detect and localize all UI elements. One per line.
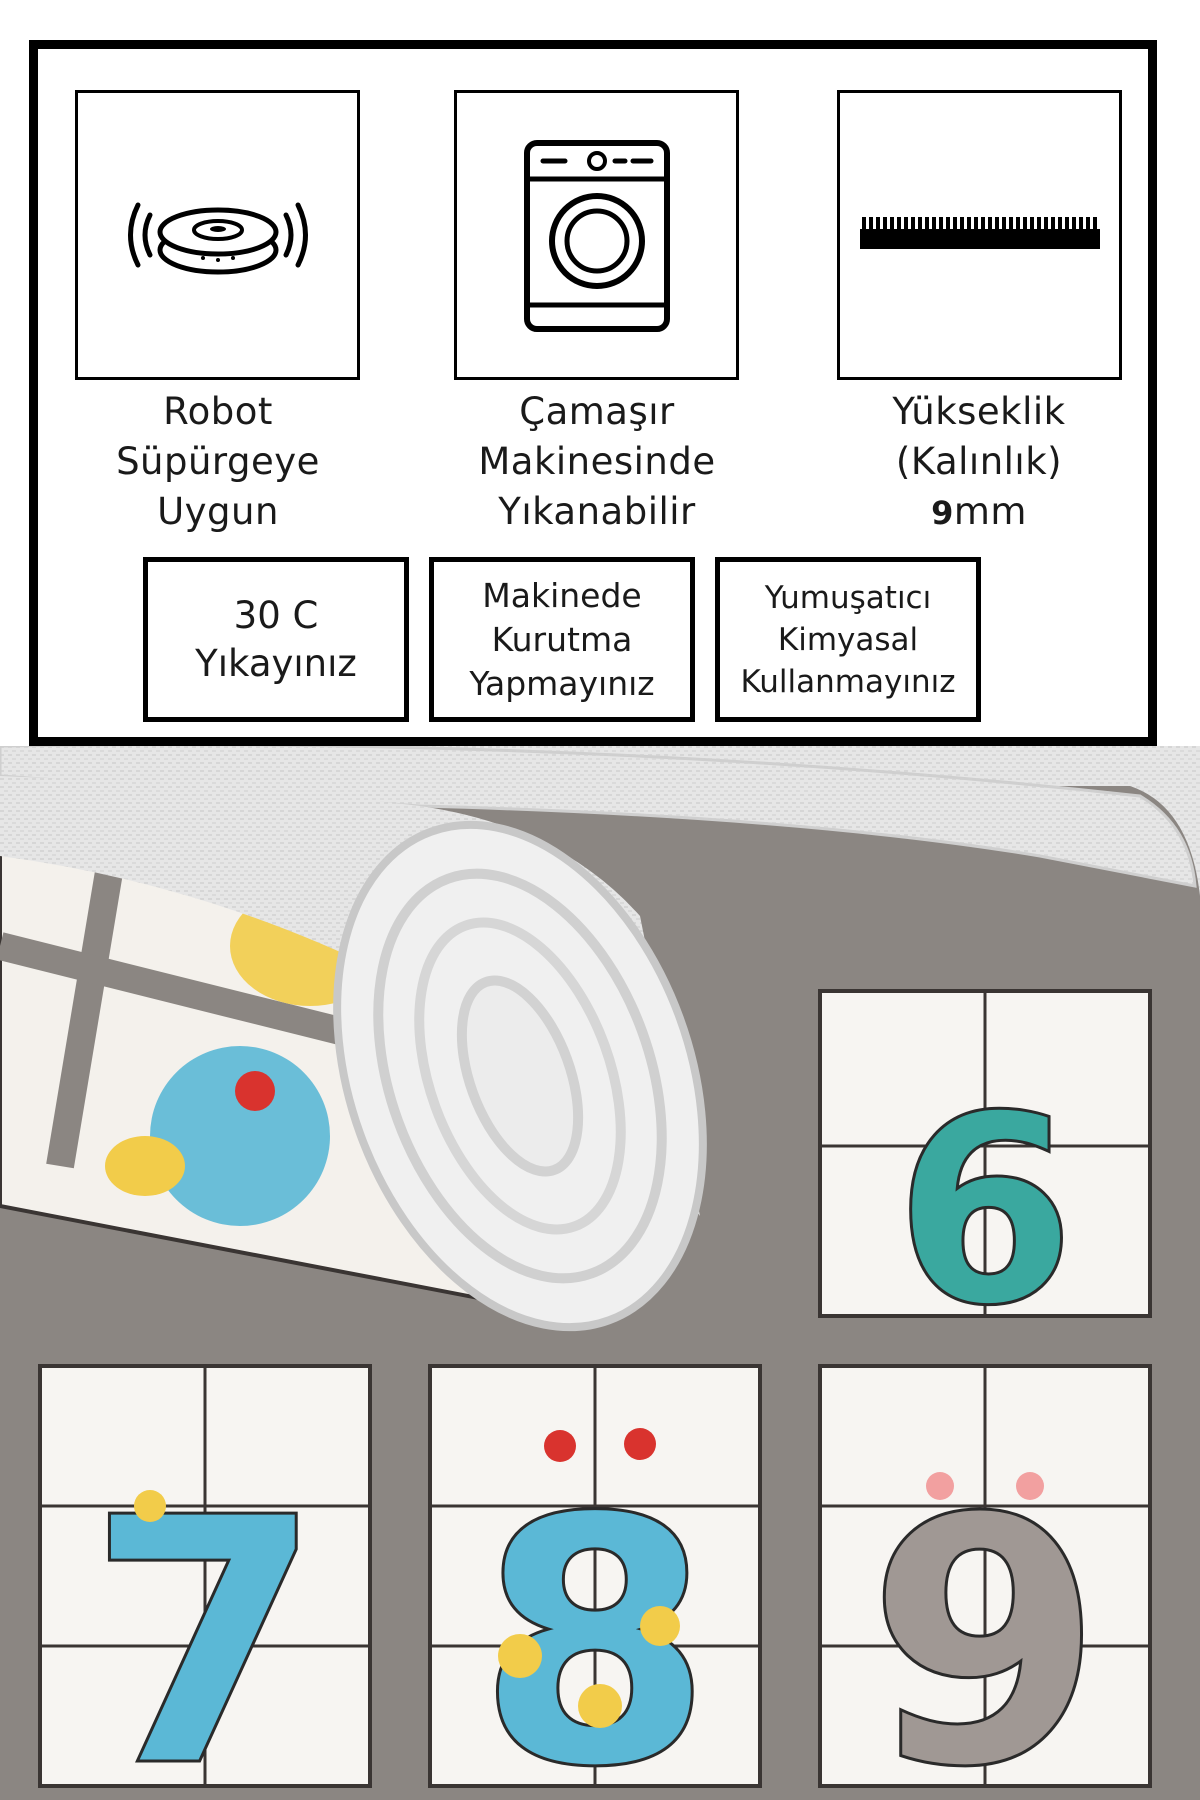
care-no-machine-dry: Makinede Kurutma Yapmayınız xyxy=(429,557,695,722)
robot-vacuum-icon xyxy=(127,202,308,275)
pile-tooth xyxy=(1050,217,1055,231)
pile-tooth xyxy=(1071,217,1076,231)
pile-tooth xyxy=(987,217,992,231)
pile-tooth xyxy=(1015,217,1020,231)
pile-tooth xyxy=(861,217,866,231)
pile-tooth xyxy=(1008,217,1013,231)
care-text: Kullanmayınız xyxy=(740,663,956,700)
pile-tooth xyxy=(1022,217,1027,231)
pile-tooth xyxy=(1029,217,1034,231)
robot-vacuum-box xyxy=(75,90,360,380)
product-info-panel: Robot Süpürgeye Uygun Çamaşır Makinesind… xyxy=(29,40,1157,746)
pile-tooth xyxy=(1001,217,1006,231)
pile-tooth xyxy=(910,217,915,231)
digit-seven: 7 xyxy=(87,1446,324,1800)
thickness-number: 9 xyxy=(931,494,954,532)
feature-text: Robot xyxy=(163,390,273,433)
care-text: Kimyasal xyxy=(777,621,919,658)
feature-text: Çamaşır xyxy=(519,390,675,433)
pile-tooth xyxy=(966,217,971,231)
care-wash-30c: 30 C Yıkayınız xyxy=(143,557,409,722)
thickness-unit: mm xyxy=(953,490,1027,533)
pile-tooth xyxy=(945,217,950,231)
pile-height-icon xyxy=(859,217,1100,249)
washing-machine-icon xyxy=(523,140,670,332)
pile-tooth xyxy=(973,217,978,231)
care-text: Yapmayınız xyxy=(469,663,655,703)
pile-tooth xyxy=(994,217,999,231)
pile-tooth xyxy=(896,217,901,231)
care-text: 30 C xyxy=(233,593,319,637)
pile-tooth xyxy=(1085,217,1090,231)
pile-height-box xyxy=(837,90,1122,380)
thickness-value: 9mm xyxy=(814,487,1144,538)
pile-tooth xyxy=(889,217,894,231)
digit-nine: 9 xyxy=(867,1446,1104,1800)
pile-tooth xyxy=(1064,217,1069,231)
pile-tooth xyxy=(1036,217,1041,231)
pile-tooth xyxy=(917,217,922,231)
care-text: Makinede xyxy=(482,575,642,615)
care-no-softener: Yumuşatıcı Kimyasal Kullanmayınız xyxy=(715,557,981,722)
feature-label-height: Yükseklik (Kalınlık) 9mm xyxy=(814,387,1144,538)
feature-text: Süpürgeye xyxy=(116,440,320,483)
pile-tooth xyxy=(931,217,936,231)
pile-tooth xyxy=(875,217,880,231)
pile-tooth xyxy=(952,217,957,231)
feature-text: (Kalınlık) xyxy=(895,440,1063,483)
pile-tooth xyxy=(938,217,943,231)
rug-roll xyxy=(333,820,707,1332)
pile-tooth xyxy=(1078,217,1083,231)
digit-six: 6 xyxy=(895,1061,1076,1363)
pile-tooth xyxy=(924,217,929,231)
feature-text: Yükseklik xyxy=(892,390,1066,433)
care-text: Yıkayınız xyxy=(195,641,357,685)
feature-text: Makinesinde xyxy=(478,440,716,483)
rug-tile-grid xyxy=(38,989,1152,1788)
care-text: Yumuşatıcı xyxy=(764,579,932,616)
pile-tooth xyxy=(980,217,985,231)
feature-text: Uygun xyxy=(157,490,279,533)
pile-tooth xyxy=(882,217,887,231)
feature-text: Yıkanabilir xyxy=(498,490,696,533)
pile-tooth xyxy=(903,217,908,231)
pile-tooth xyxy=(1057,217,1062,231)
pile-tooth xyxy=(1043,217,1048,231)
rolled-rug-photo: 6 7 8 9 xyxy=(0,746,1200,1800)
pile-tooth xyxy=(959,217,964,231)
digit-decoration-dots xyxy=(134,1428,1044,1728)
pile-tooth xyxy=(868,217,873,231)
feature-label-robot: Robot Süpürgeye Uygun xyxy=(53,387,383,537)
digit-eight: 8 xyxy=(477,1446,714,1800)
pile-tooth xyxy=(1092,217,1097,231)
washing-machine-box xyxy=(454,90,739,380)
care-text: Kurutma xyxy=(491,619,633,659)
feature-label-washing: Çamaşır Makinesinde Yıkanabilir xyxy=(432,387,762,537)
